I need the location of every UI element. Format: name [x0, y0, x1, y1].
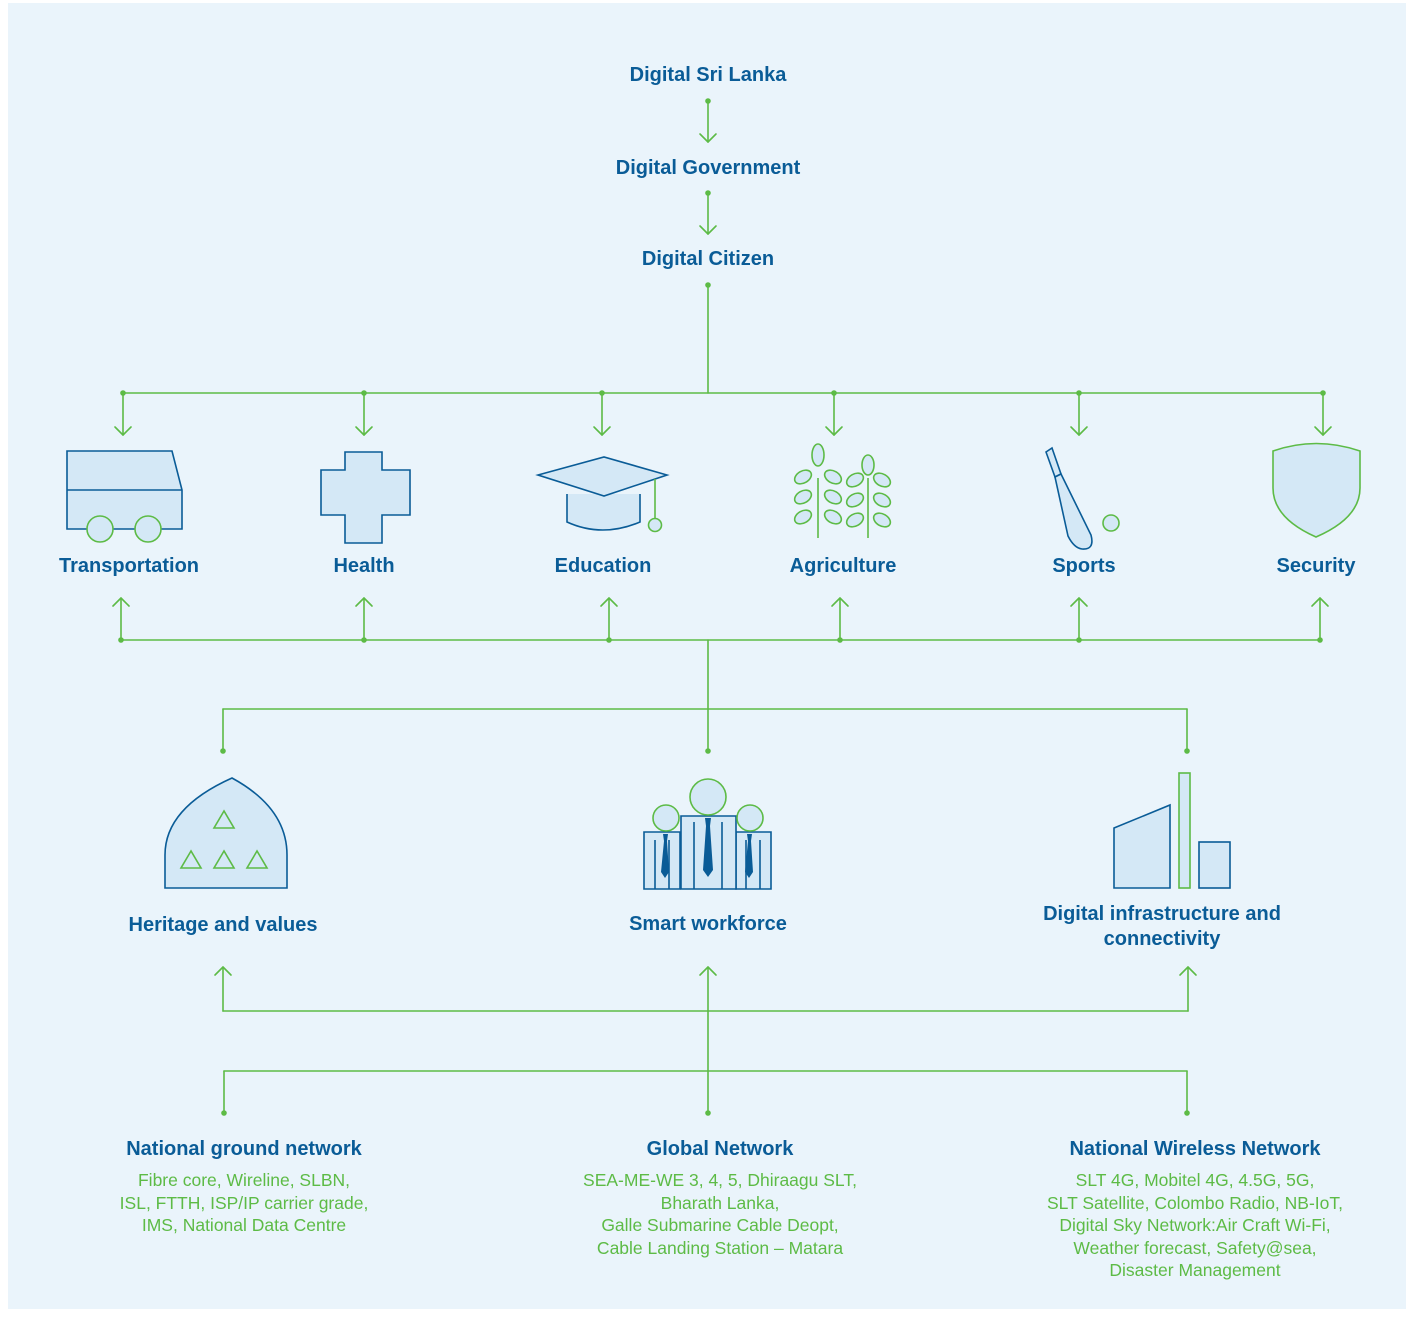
infrastructure-buildings-icon — [1113, 772, 1231, 889]
desc-line: Weather forecast, Safety@sea, — [1073, 1237, 1317, 1258]
digital-government-label: Digital Government — [615, 157, 801, 179]
digital-sri-lanka-label: Digital Sri Lanka — [629, 64, 787, 86]
desc-line: Bharath Lanka, — [660, 1192, 780, 1213]
network-desc-wireless: SLT 4G, Mobitel 4G, 4.5G, 5G, SLT Satell… — [1047, 1169, 1343, 1282]
sector-label-sports: Sports — [1052, 555, 1116, 577]
enabler-label-heritage: Heritage and values — [128, 914, 318, 936]
network-title-ground: National ground network — [126, 1138, 362, 1160]
desc-line: SEA-ME-WE 3, 4, 5, Dhiraagu SLT, — [583, 1170, 857, 1190]
network-desc-global: SEA-ME-WE 3, 4, 5, Dhiraagu SLT, Bharath… — [583, 1169, 857, 1259]
crop-plant-icon — [793, 443, 892, 538]
desc-line: Galle Submarine Cable Deopt, — [601, 1215, 839, 1235]
desc-line: SLT 4G, Mobitel 4G, 4.5G, 5G, — [1075, 1170, 1315, 1190]
digital-citizen-label: Digital Citizen — [641, 248, 775, 270]
sector-label-education: Education — [554, 555, 652, 577]
shield-icon — [1272, 442, 1361, 538]
sector-label-agriculture: Agriculture — [789, 555, 897, 577]
desc-line: ISL, FTTH, ISP/IP carrier grade, — [119, 1192, 369, 1213]
medical-cross-icon — [320, 451, 411, 544]
sector-label-security: Security — [1276, 555, 1356, 577]
graduation-cap-icon — [535, 456, 670, 533]
enabler-label-workforce: Smart workforce — [629, 913, 787, 935]
desc-line: Disaster Management — [1109, 1260, 1281, 1280]
workforce-people-icon — [643, 778, 772, 890]
cricket-bat-icon — [1045, 446, 1120, 550]
enabler-label-infrastructure: Digital infrastructure and connectivity — [1043, 903, 1281, 950]
desc-line: Digital Sky Network:Air Craft Wi-Fi, — [1059, 1215, 1331, 1235]
sector-label-transportation: Transportation — [58, 555, 200, 577]
diagram-panel — [8, 3, 1406, 1309]
network-title-wireless: National Wireless Network — [1069, 1138, 1321, 1160]
desc-line: IMS, National Data Centre — [141, 1215, 347, 1235]
bus-icon — [66, 450, 183, 543]
network-title-global: Global Network — [646, 1138, 794, 1160]
desc-line: Cable Landing Station – Matara — [596, 1237, 844, 1258]
heritage-dome-icon — [164, 777, 288, 889]
desc-line: SLT Satellite, Colombo Radio, NB-IoT, — [1046, 1192, 1344, 1213]
desc-line: Fibre core, Wireline, SLBN, — [137, 1170, 351, 1190]
sector-label-health: Health — [333, 555, 395, 577]
network-desc-ground: Fibre core, Wireline, SLBN, ISL, FTTH, I… — [120, 1169, 369, 1237]
